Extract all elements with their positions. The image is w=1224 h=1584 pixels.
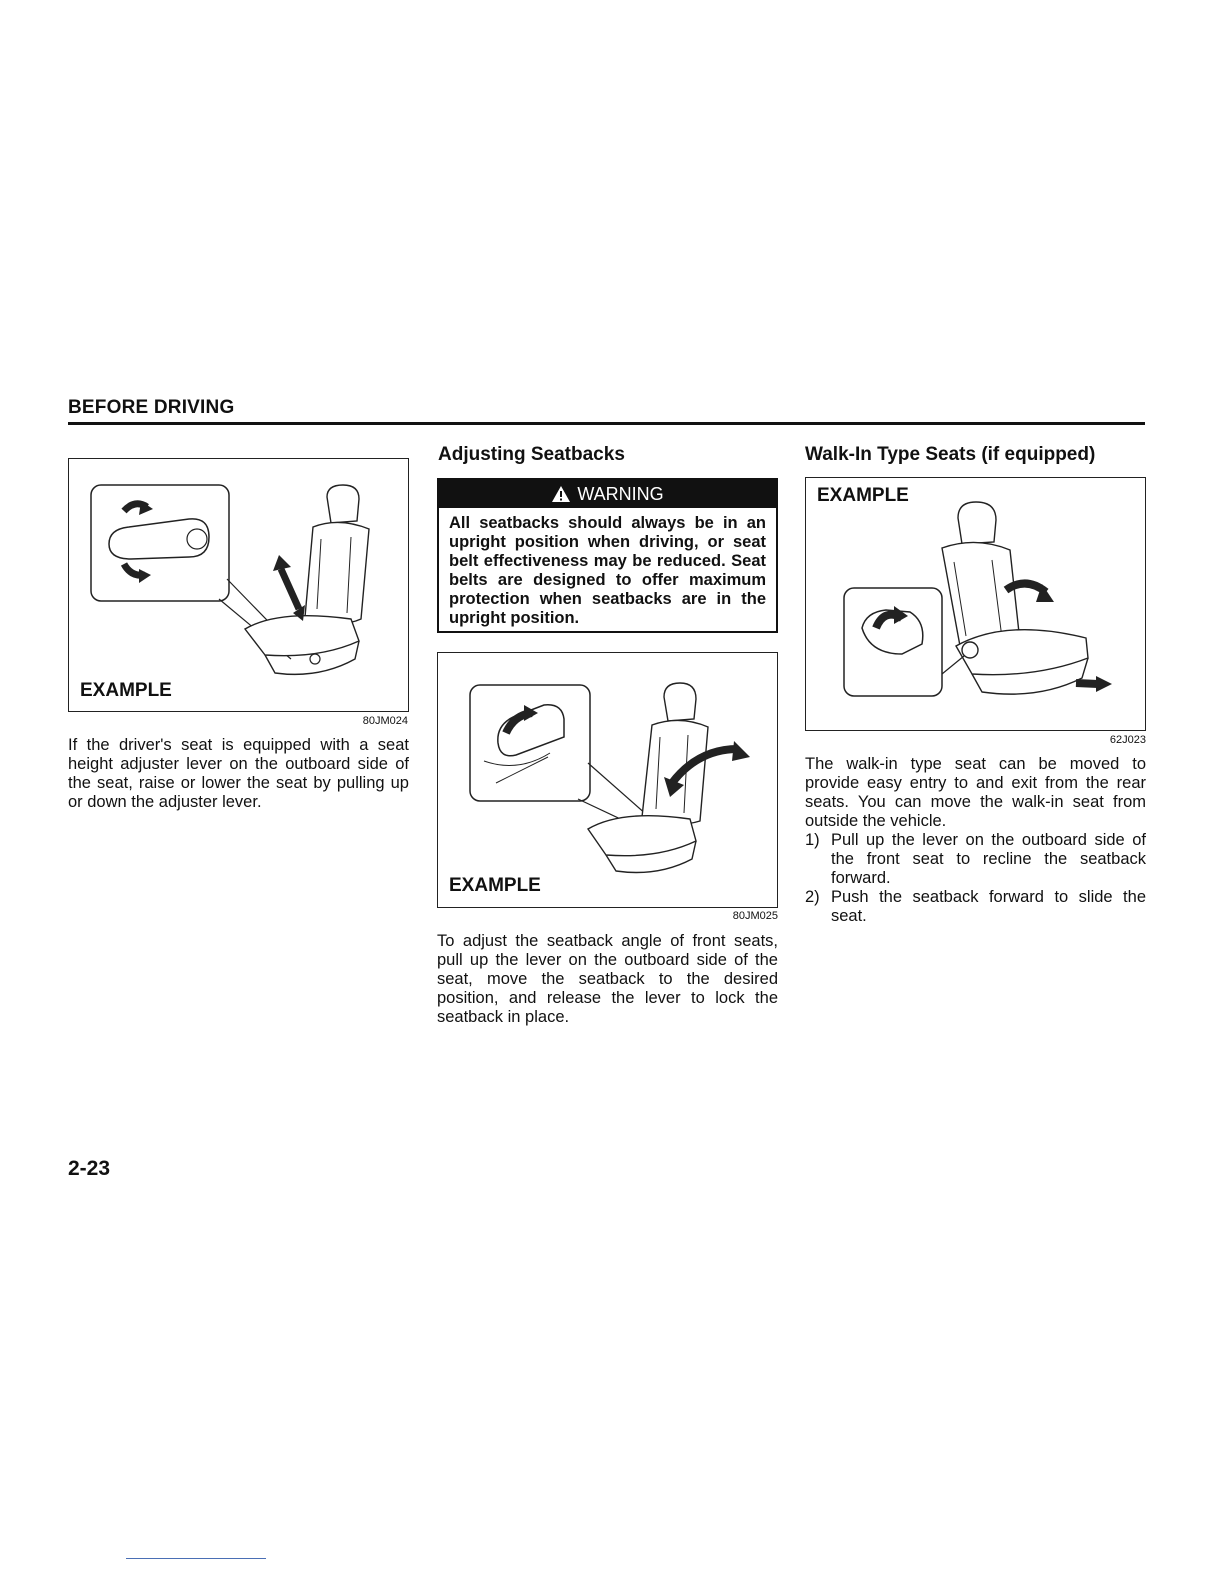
seatback-paragraph: To adjust the seatback angle of front se…	[437, 932, 778, 1026]
warning-box: WARNING All seatbacks should always be i…	[437, 478, 778, 633]
figure-label: EXAMPLE	[449, 875, 541, 896]
adjusting-seatbacks-title: Adjusting Seatbacks	[438, 444, 625, 465]
page-number: 2-23	[68, 1157, 111, 1180]
figure-code: 80JM025	[732, 910, 778, 922]
figure-label: EXAMPLE	[80, 680, 172, 701]
seatback-figure: EXAMPLE	[437, 652, 778, 908]
list-item: 2) Push the seatback forward to slide th…	[805, 888, 1146, 926]
warning-header: WARNING	[439, 480, 776, 508]
walk-in-seats-title: Walk-In Type Seats (if equipped)	[805, 444, 1096, 465]
step-number: 1)	[805, 831, 820, 849]
step-text: Push the seatback forward to slide the s…	[831, 888, 1146, 925]
seatback-illustration	[469, 682, 750, 874]
step-text: Pull up the lever on the outboard side o…	[831, 831, 1146, 887]
warning-text: All seatbacks should always be in an upr…	[449, 514, 766, 627]
list-item: 1) Pull up the lever on the outboard sid…	[805, 831, 1146, 888]
figure-code: 62J023	[1109, 734, 1146, 746]
walk-in-figure: EXAMPLE	[805, 477, 1146, 731]
seat-height-illustration	[90, 484, 370, 676]
seat-height-paragraph: If the driver's seat is equipped with a …	[68, 736, 409, 811]
figure-code: 80JM024	[362, 715, 408, 727]
figure-label: EXAMPLE	[817, 485, 909, 506]
header-rule	[68, 422, 1145, 425]
bottom-link-line	[126, 1558, 266, 1559]
step-number: 2)	[805, 888, 820, 906]
seat-height-figure: EXAMPLE	[68, 458, 409, 712]
warning-triangle-icon	[551, 485, 571, 503]
section-title: BEFORE DRIVING	[68, 397, 235, 418]
walk-in-paragraph: The walk-in type seat can be moved to pr…	[805, 755, 1146, 830]
walk-in-steps: 1) Pull up the lever on the outboard sid…	[805, 831, 1146, 926]
warning-heading: WARNING	[577, 484, 664, 504]
walk-in-illustration	[843, 501, 1112, 697]
